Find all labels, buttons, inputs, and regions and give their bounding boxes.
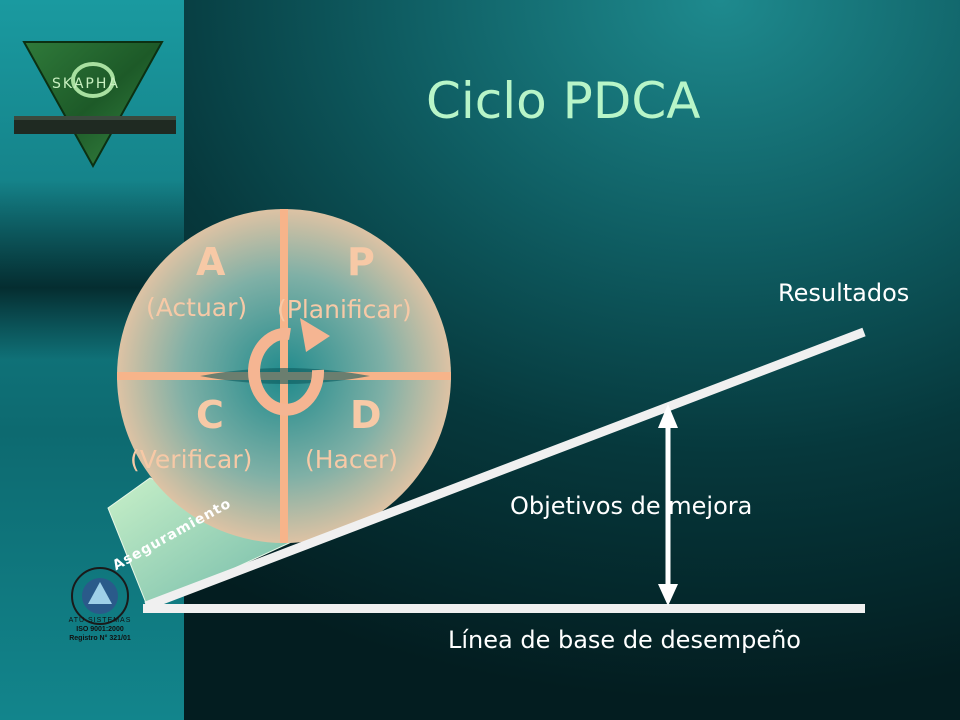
results-label: Resultados [778, 279, 910, 307]
quadrant-label-planificar: (Planificar) [277, 295, 412, 324]
quadrant-label-actuar: (Actuar) [146, 293, 248, 322]
cert-line-2: ISO 9001:2000 [76, 626, 124, 633]
quadrant-letter-d: D [350, 393, 382, 437]
quadrant-label-hacer: (Hacer) [305, 445, 399, 474]
baseline-line [143, 604, 865, 613]
wheel-horizontal-center [200, 368, 370, 384]
logo-text: SKAPHA [52, 76, 120, 92]
results-line [144, 327, 866, 611]
cert-line-3: Registro N° 321/01 [69, 635, 131, 642]
quadrant-letter-p: P [347, 240, 375, 284]
baseline-label: Línea de base de desempeño [448, 626, 801, 654]
quadrant-letter-a: A [196, 240, 226, 284]
improvement-double-arrow [658, 404, 678, 606]
skapha-logo [14, 41, 176, 169]
quadrant-letter-c: C [196, 393, 224, 437]
cycle-arrow-icon [248, 318, 330, 416]
objectives-label: Objetivos de mejora [510, 492, 753, 520]
slide-title: Ciclo PDCA [426, 72, 701, 130]
cert-line-1: ATU SISTEMAS [68, 617, 132, 624]
certification-seal-icon [71, 567, 129, 625]
quadrant-label-verificar: (Verificar) [130, 445, 253, 474]
